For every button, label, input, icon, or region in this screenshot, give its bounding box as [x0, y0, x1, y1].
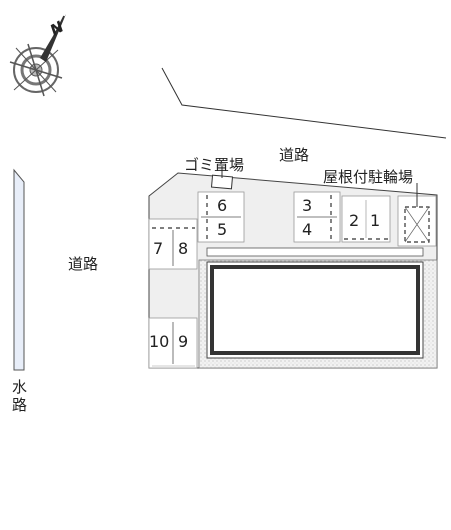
- garbage-label: ゴミ置場: [184, 156, 244, 174]
- space-number-1: 1: [370, 211, 380, 230]
- road-label-top: 道路: [279, 146, 309, 164]
- space-number-4: 4: [302, 220, 312, 239]
- garbage-area: [210, 174, 234, 190]
- bicycle-shed-cross: [404, 206, 430, 243]
- building-eave: [206, 247, 424, 257]
- waterway-label-1: 水: [12, 378, 27, 396]
- space-number-3: 3: [302, 196, 312, 215]
- waterway-label-2: 路: [12, 396, 27, 414]
- space-number-6: 6: [217, 196, 227, 215]
- bicycle-shed-label: 屋根付駐輪場: [323, 168, 413, 186]
- space-number-10: 10: [149, 332, 169, 351]
- waterway: [13, 168, 25, 371]
- road-label-left: 道路: [68, 255, 98, 273]
- space-number-9: 9: [178, 332, 188, 351]
- building-outline: [210, 265, 420, 355]
- space-number-8: 8: [178, 239, 188, 258]
- north-label: N: [47, 17, 67, 39]
- space-number-2: 2: [349, 211, 359, 230]
- space-number-5: 5: [217, 220, 227, 239]
- road-edge-line: [161, 67, 447, 139]
- space-number-7: 7: [153, 239, 163, 258]
- compass-icon: N: [9, 14, 67, 97]
